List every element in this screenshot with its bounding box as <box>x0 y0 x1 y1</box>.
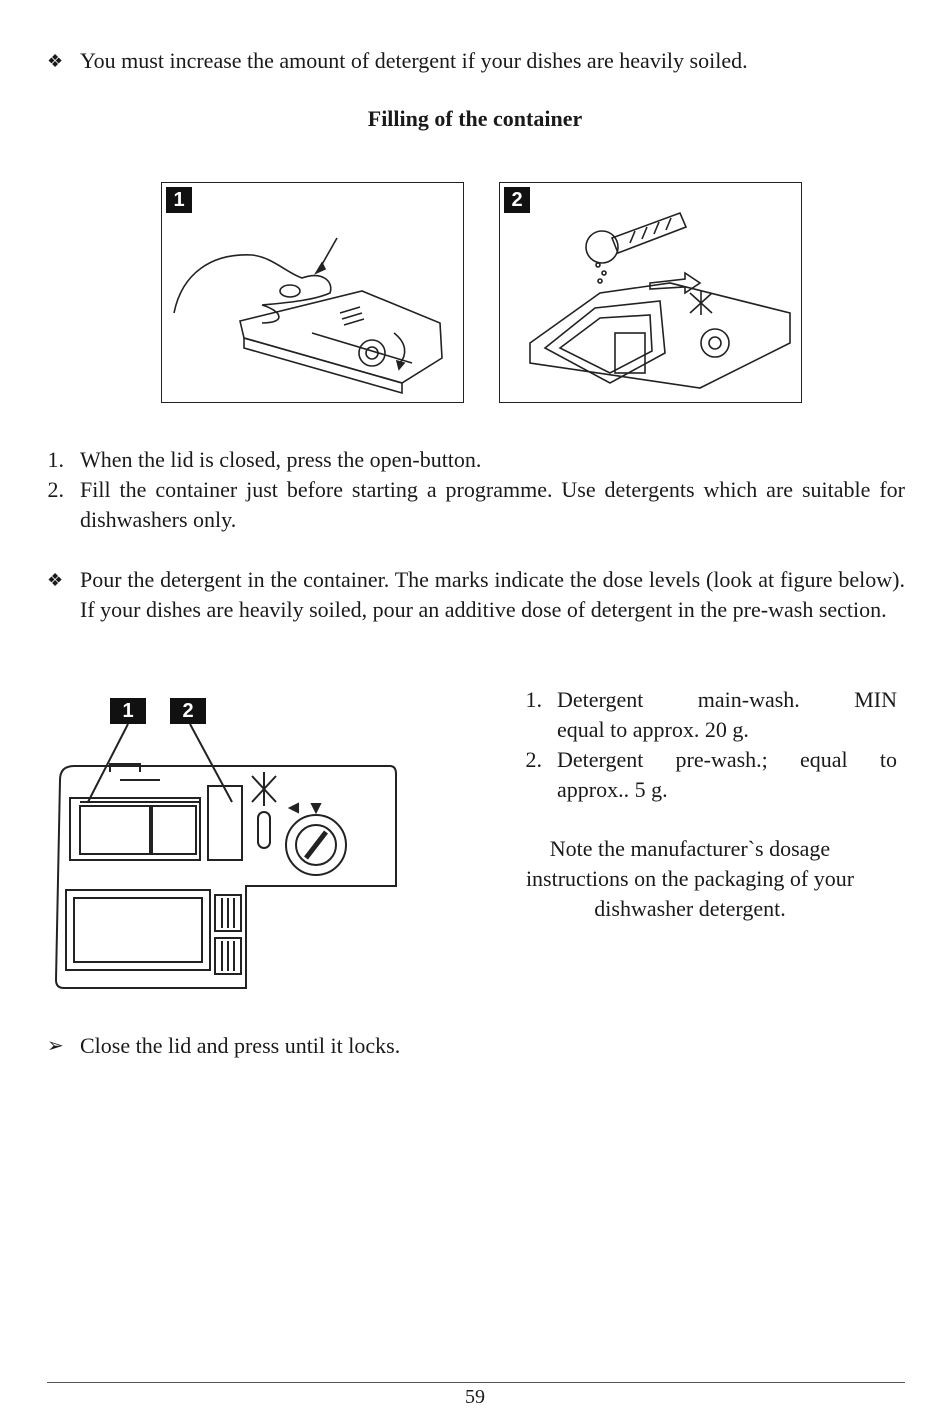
diamond-bullet-icon: ❖ <box>47 570 64 590</box>
diagram-label-main-wash: 1 <box>110 698 146 724</box>
dose-text-line: Detergent pre-wash.; equal to <box>557 747 897 772</box>
dispenser-drawing <box>54 723 397 989</box>
dose-text-line: approx.. 5 g. <box>557 777 668 802</box>
section-heading: Filling of the container <box>367 106 583 131</box>
step-number: 2. <box>47 477 65 502</box>
figure-open-lid: 1 <box>161 182 464 403</box>
dose-text-line: Detergent main-wash. MIN <box>557 687 897 712</box>
step-text: Fill the container just before starting … <box>80 477 905 532</box>
pour-bullet-text: Pour the detergent in the container. The… <box>80 567 905 622</box>
intro-bullet-text: You must increase the amount of detergen… <box>80 48 748 73</box>
step-text: When the lid is closed, press the open-b… <box>80 447 482 472</box>
dose-text-line: equal to approx. 20 g. <box>557 717 749 742</box>
detergent-scoop-illustration <box>529 211 791 389</box>
figure-number-badge: 1 <box>166 187 192 213</box>
dose-number: 2. <box>525 747 543 772</box>
page-number: 59 <box>465 1386 485 1408</box>
step-number: 1. <box>47 447 65 472</box>
figure-fill-detergent: 2 <box>499 182 802 403</box>
arrowhead-bullet-icon: ➢ <box>47 1035 64 1057</box>
diamond-bullet-icon: ❖ <box>47 51 64 71</box>
note-line: Note the manufacturer`s dosage <box>549 836 831 861</box>
note-line: dishwasher detergent. <box>594 896 786 921</box>
note-line: instructions on the packaging of your <box>525 866 855 891</box>
detergent-dispenser-diagram: 1 2 <box>50 690 410 995</box>
figure-number-badge: 2 <box>504 187 530 213</box>
footer-rule <box>47 1382 905 1383</box>
dose-number: 1. <box>525 687 543 712</box>
close-bullet-text: Close the lid and press until it locks. <box>80 1033 401 1058</box>
hand-pressing-button-illustration <box>173 237 443 395</box>
diagram-label-pre-wash: 2 <box>170 698 206 724</box>
